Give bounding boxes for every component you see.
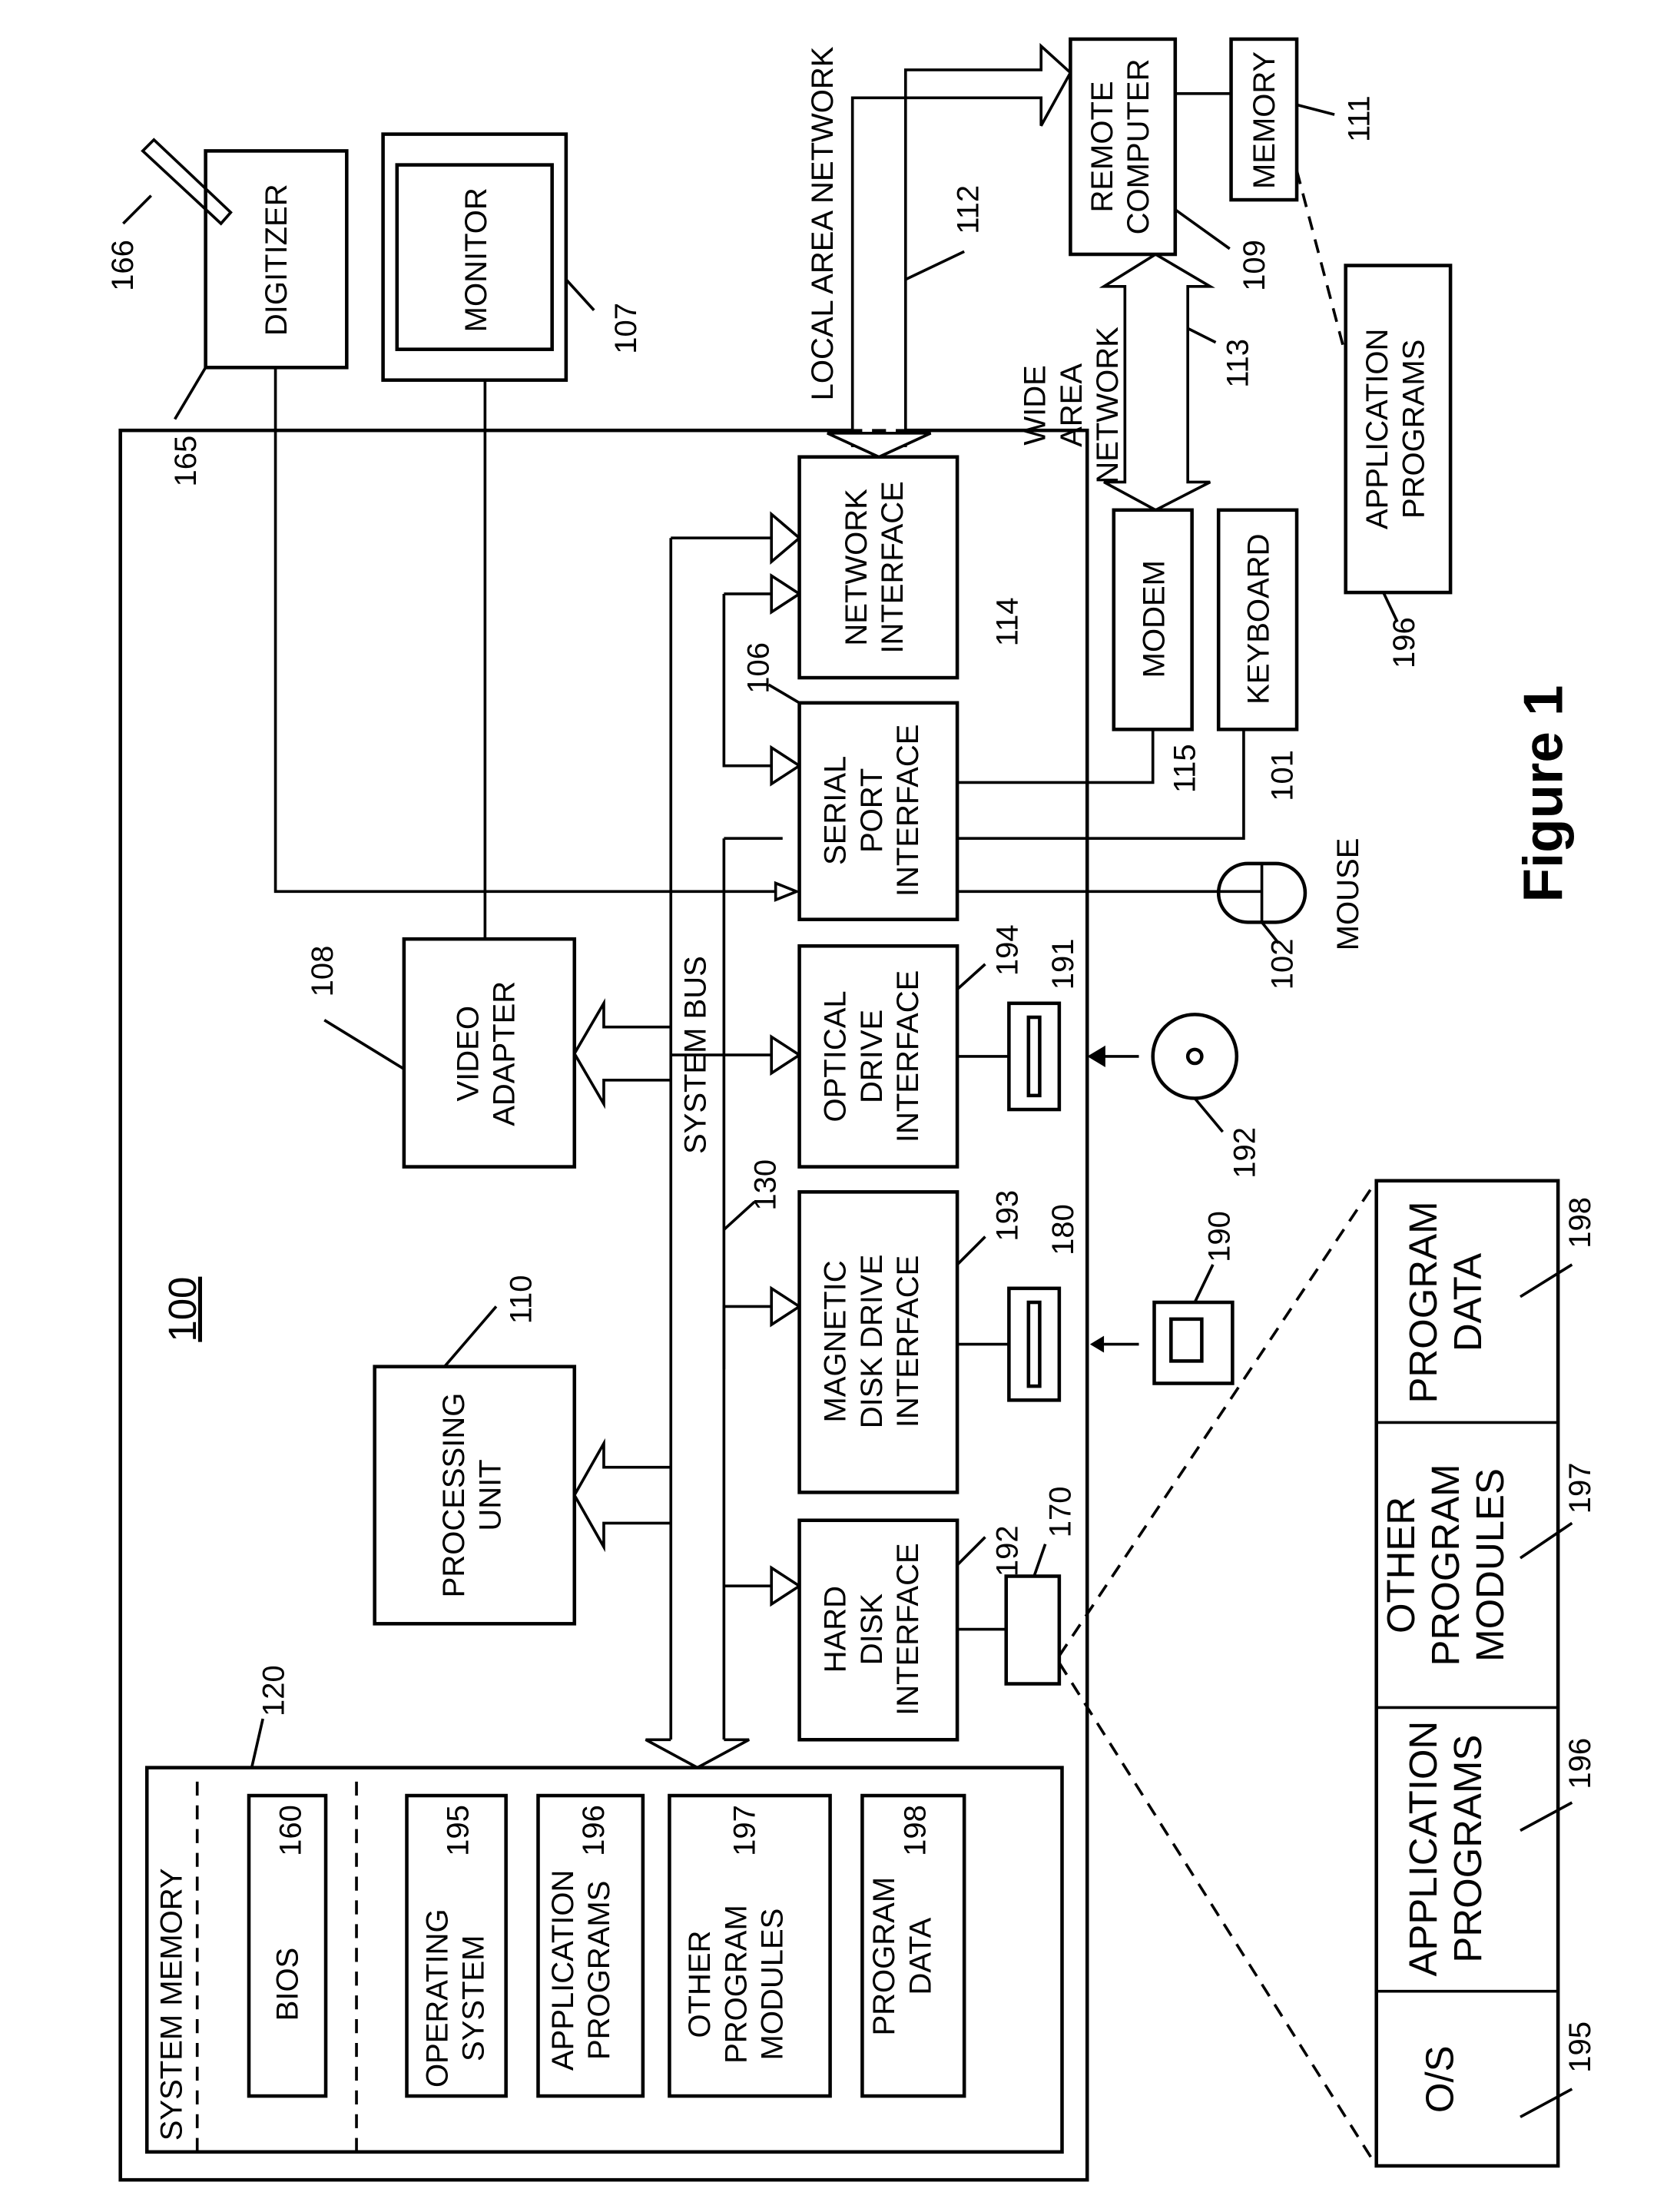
apps-ref: 196 xyxy=(577,1805,611,1856)
leader xyxy=(1195,1098,1222,1132)
expanded-data-ref: 198 xyxy=(1563,1197,1597,1249)
computer-ref: 100 xyxy=(161,1277,204,1342)
system-memory-ref: 120 xyxy=(257,1665,290,1716)
leader xyxy=(566,280,594,310)
figure-label: Figure 1 xyxy=(1513,685,1575,903)
other-modules-ref: 197 xyxy=(727,1805,761,1856)
serial-port-ref: 106 xyxy=(742,642,776,694)
arrow xyxy=(1090,1048,1104,1065)
leader xyxy=(1297,104,1334,114)
network-interface-ref: 114 xyxy=(990,597,1024,646)
leader xyxy=(1188,328,1215,342)
magnetic-ref: 193 xyxy=(990,1190,1024,1242)
floppy-drive-ref: 180 xyxy=(1046,1204,1080,1255)
expanded-apps-label: APPLICATIONPROGRAMS xyxy=(1401,1721,1490,1977)
digitizer-ref: 165 xyxy=(169,436,203,487)
monitor-ref: 107 xyxy=(609,303,643,354)
hard-disk-ref: 192 xyxy=(990,1525,1024,1577)
hard-disk-drive-ref: 170 xyxy=(1043,1486,1077,1537)
mouse-label: MOUSE xyxy=(1331,838,1365,951)
pen-ref: 166 xyxy=(106,240,140,291)
program-data-ref: 198 xyxy=(898,1805,932,1856)
remote-memory-label: MEMORY xyxy=(1248,51,1281,189)
system-bus-ref: 130 xyxy=(749,1159,783,1211)
bios-ref: 160 xyxy=(273,1805,307,1856)
optical-ref: 194 xyxy=(990,924,1024,976)
arrow xyxy=(1090,1336,1104,1353)
leader xyxy=(175,367,206,419)
disc-ref: 192 xyxy=(1228,1127,1261,1179)
expanded-os-ref: 195 xyxy=(1563,2021,1597,2073)
disc-hole xyxy=(1188,1050,1201,1063)
monitor-label: MONITOR xyxy=(459,187,493,332)
keyboard-label: KEYBOARD xyxy=(1242,534,1276,705)
expanded-os-label: O/S xyxy=(1418,2045,1462,2113)
hard-disk-drive xyxy=(1006,1576,1059,1683)
video-adapter-ref: 108 xyxy=(306,946,340,997)
expanded-apps-ref: 196 xyxy=(1563,1738,1597,1789)
leader xyxy=(906,251,964,279)
drive-slot xyxy=(1029,1302,1040,1386)
remote-memory-ref: 111 xyxy=(1343,95,1377,142)
leader xyxy=(1195,1265,1213,1302)
lan-ref: 112 xyxy=(951,185,985,234)
floppy-ref: 190 xyxy=(1203,1211,1237,1262)
leader xyxy=(1175,210,1230,249)
bios-label: BIOS xyxy=(271,1948,305,2021)
modem-label: MODEM xyxy=(1137,560,1171,678)
drive-slot xyxy=(1029,1017,1040,1096)
keyboard-ref: 101 xyxy=(1266,750,1300,801)
digitizer-label: DIGITIZER xyxy=(260,184,293,336)
wan-ref: 113 xyxy=(1221,339,1254,388)
system-memory-label: SYSTEM MEMORY xyxy=(155,1868,189,2141)
remote-computer-ref: 109 xyxy=(1238,240,1271,291)
remote-apps-ref: 196 xyxy=(1387,617,1421,668)
os-ref: 195 xyxy=(442,1805,476,1856)
expanded-other-ref: 197 xyxy=(1563,1463,1597,1514)
modem-ref: 115 xyxy=(1168,744,1201,793)
processing-unit-ref: 110 xyxy=(504,1275,538,1324)
mouse-ref: 102 xyxy=(1266,939,1300,990)
floppy-shutter xyxy=(1171,1319,1201,1361)
magnetic-label: MAGNETICDISK DRIVEINTERFACE xyxy=(819,1255,926,1429)
optical-drive-ref: 191 xyxy=(1046,939,1080,990)
lan-label: LOCAL AREA NETWORK xyxy=(806,46,840,400)
